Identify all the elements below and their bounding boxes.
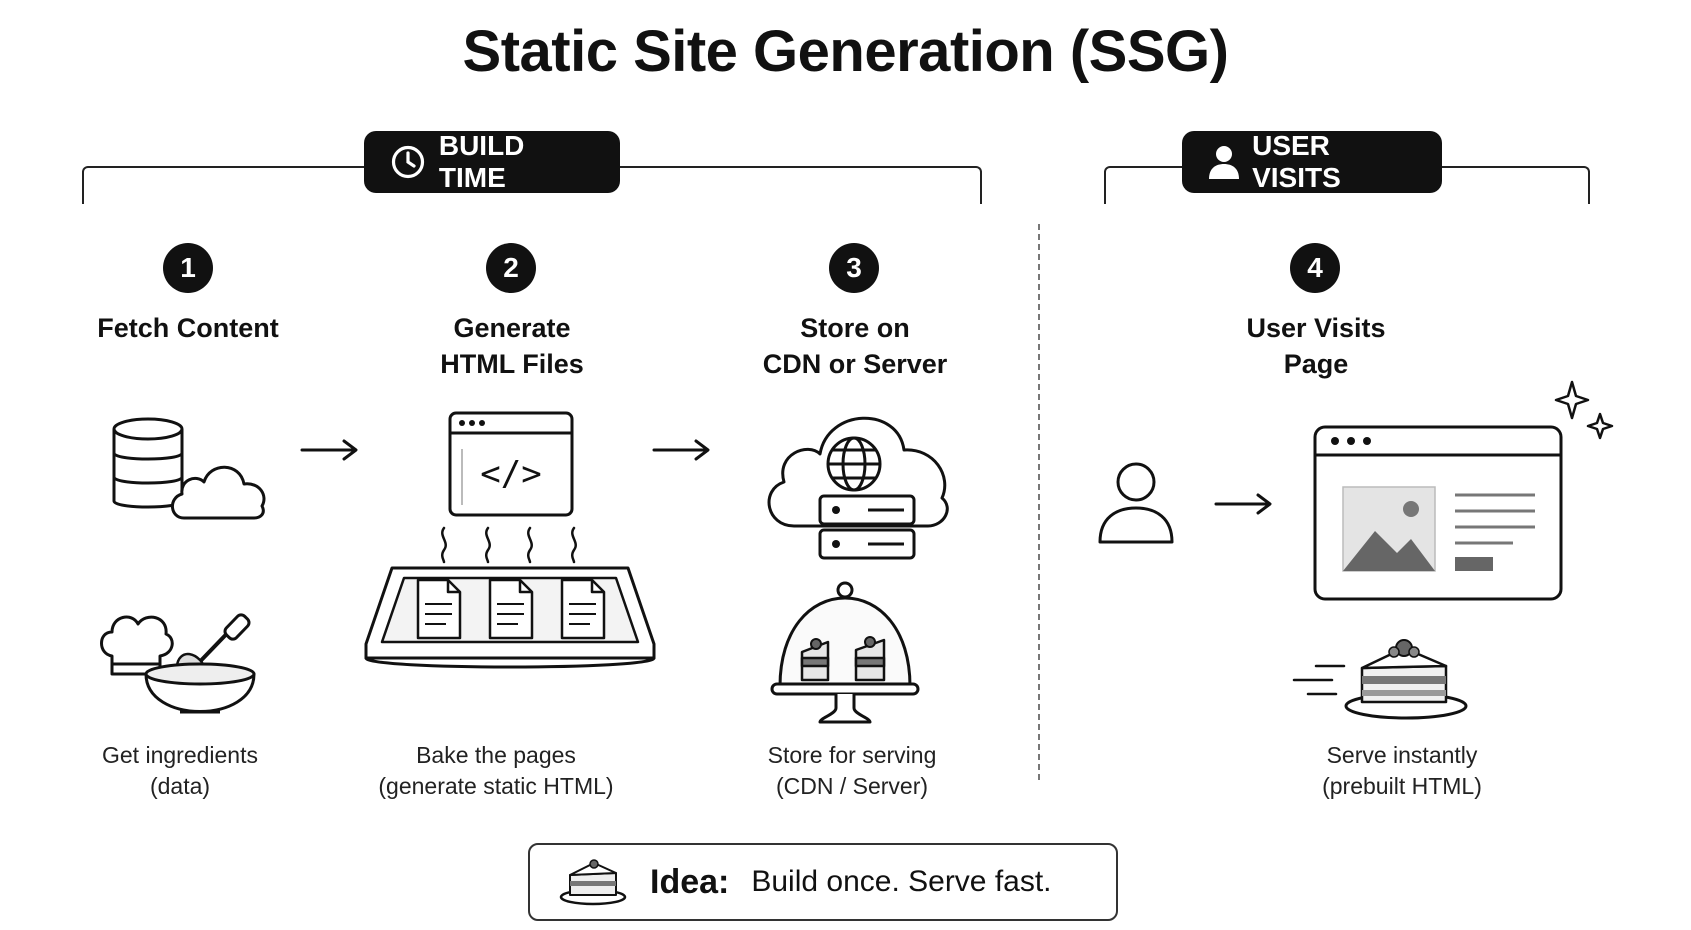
code-symbol: </>	[480, 454, 541, 494]
mixing-bowl-icon	[144, 613, 256, 714]
cake-dome-icon	[770, 581, 920, 724]
arrow-right-icon	[300, 439, 358, 461]
person-icon	[1098, 462, 1174, 544]
step-1-caption: Get ingredients(data)	[102, 742, 258, 799]
cloud-icon	[171, 465, 266, 520]
clock-icon	[390, 144, 425, 180]
phase-divider	[1038, 224, 1040, 780]
idea-label: Idea:	[650, 862, 730, 901]
arrow-right-icon	[1214, 493, 1272, 515]
step-2-number: 2	[486, 243, 536, 293]
idea-text: Build once. Serve fast.	[751, 865, 1052, 898]
browser-window-icon	[1313, 425, 1563, 601]
user-visits-label: USER VISITS	[1252, 130, 1341, 193]
cake-slice-icon	[558, 857, 628, 907]
sparkle-icon	[1554, 380, 1614, 440]
database-icon	[112, 417, 184, 509]
step-4-caption: Serve instantly(prebuilt HTML)	[1322, 742, 1482, 799]
user-visits-badge: USER VISITS	[1182, 130, 1442, 193]
arrow-right-icon	[652, 439, 710, 461]
step-1-title: Fetch Content	[97, 313, 279, 343]
chef-hat-icon	[100, 615, 174, 676]
steam-icon	[440, 526, 577, 564]
step-2-caption: Bake the pages(generate static HTML)	[378, 742, 614, 799]
user-icon	[1208, 144, 1239, 180]
baking-tray-icon	[364, 566, 656, 669]
step-3-number: 3	[829, 243, 879, 293]
cloud-server-icon	[767, 416, 949, 560]
step-4-number: 4	[1290, 243, 1340, 293]
step-3-caption: Store for serving(CDN / Server)	[767, 742, 937, 799]
diagram-title: Static Site Generation (SSG)	[462, 19, 1229, 84]
build-time-label: BUILD TIME	[438, 130, 525, 193]
build-time-badge: BUILD TIME	[364, 130, 620, 193]
idea-box: Idea: Build once. Serve fast.	[528, 843, 1118, 921]
code-window-icon: </>	[448, 411, 574, 517]
step-1-number: 1	[163, 243, 213, 293]
cake-slice-icon	[1292, 639, 1468, 720]
